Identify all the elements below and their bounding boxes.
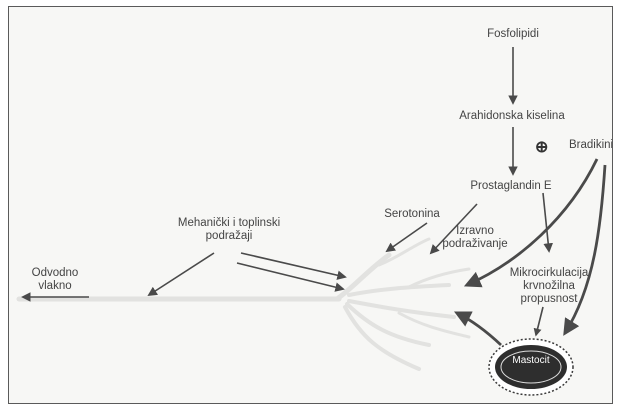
mastocit-cell xyxy=(489,339,573,395)
diagram-canvas xyxy=(9,7,613,404)
label-mikrocirkulacija: Mikrocirkulacija krvnožilna propusnost xyxy=(501,267,597,306)
nerve-fiber xyxy=(19,239,469,369)
label-mastocit: Mastocit xyxy=(493,354,569,367)
mikro-line2: krvnožilna xyxy=(501,280,597,293)
izravno-line1: Izravno xyxy=(437,225,513,238)
arrow-mehanicki-to-nerve-a xyxy=(241,253,345,277)
diagram-frame: Fosfolipidi Arahidonska kiselina ⊕ Bradi… xyxy=(8,6,613,404)
label-izravno-podrazivanje: Izravno podraživanje xyxy=(437,225,513,251)
label-bradikinin: Bradikinin xyxy=(569,139,613,152)
label-odvodno-vlakno: Odvodno vlakno xyxy=(23,267,87,293)
label-fosfolipidi: Fosfolipidi xyxy=(477,28,549,41)
arrow-mastocit-to-nerve xyxy=(457,313,501,345)
mehanicki-line2: podražaji xyxy=(159,230,299,243)
arrow-bradikinin-to-mastocit xyxy=(565,165,605,333)
mehanicki-line1: Mehanički i toplinski xyxy=(159,217,299,230)
arrow-mehanicki-to-fiber-left xyxy=(149,253,214,295)
label-serotonin: Serotonina xyxy=(372,208,452,221)
arrow-mehanicki-to-nerve-b xyxy=(237,263,343,289)
label-mehanicki-podrazaji: Mehanički i toplinski podražaji xyxy=(159,217,299,243)
mikro-line3: propusnost xyxy=(501,293,597,306)
label-arahidonska-kiselina: Arahidonska kiselina xyxy=(437,110,587,123)
plus-icon: ⊕ xyxy=(535,137,548,157)
arrow-serotonin-to-nerve xyxy=(387,223,427,251)
odvodno-line2: vlakno xyxy=(23,280,87,293)
arrow-mikro-to-mastocit xyxy=(536,307,543,335)
izravno-line2: podraživanje xyxy=(437,238,513,251)
label-prostaglandin: Prostaglandin E xyxy=(457,180,565,193)
mikro-line1: Mikrocirkulacija xyxy=(501,267,597,280)
odvodno-line1: Odvodno xyxy=(23,267,87,280)
arrow-prostaglandin-to-mikro xyxy=(543,193,549,251)
